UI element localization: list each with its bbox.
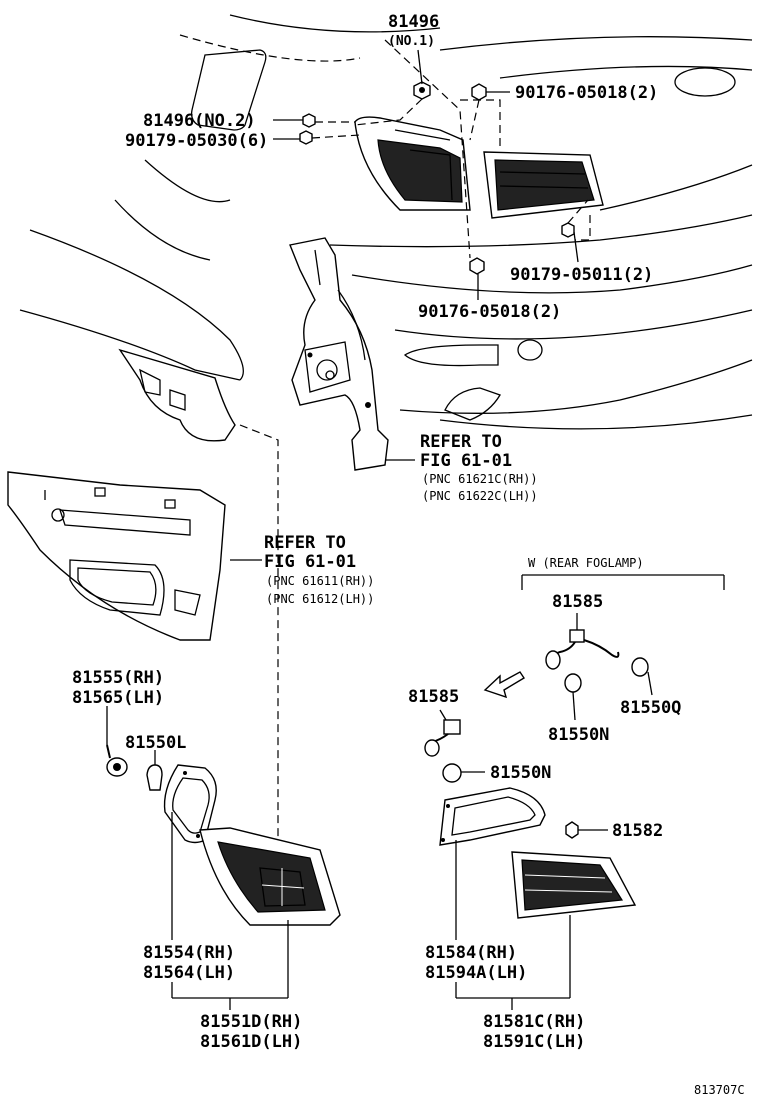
lamp-81551D [199, 827, 341, 926]
label-81554: 81554(RH) [143, 943, 235, 963]
leaders-upper [273, 39, 591, 300]
quarter-panel-left [7, 229, 244, 641]
nut-81496-no2 [302, 113, 316, 128]
label-refer2-fig: FIG 61-01 [264, 552, 356, 572]
label-81581C: 81581C(RH) [483, 1012, 585, 1032]
bulb-81550N-w [564, 673, 582, 721]
label-group-w: W (REAR FOGLAMP) [528, 556, 644, 570]
nut-81582 [565, 821, 608, 839]
leaders-lower [171, 812, 571, 1010]
socket-wire-81585-w [545, 613, 620, 670]
trunk-garnish [403, 339, 543, 421]
bulb-81550N [442, 763, 485, 783]
gasket-81554 [163, 764, 217, 844]
socket-wire-81585 [424, 709, 461, 757]
label-81550N: 81550N [490, 763, 551, 783]
fuel-door [190, 49, 267, 131]
label-81561D: 81561D(LH) [200, 1032, 302, 1052]
diagram-id: 813707C [694, 1083, 745, 1097]
nut-81496-no1 [413, 81, 431, 100]
label-refer1-title: REFER TO [420, 432, 502, 452]
labels: 81496 (NO.1) 90176-05018(2) 81496(NO.2) … [72, 12, 745, 1097]
label-refer1-fig: FIG 61-01 [420, 451, 512, 471]
bulb-81550Q [631, 657, 653, 696]
label-90179-05030: 90179-05030(6) [125, 131, 268, 151]
label-81584: 81584(RH) [425, 943, 517, 963]
label-81555: 81555(RH) [72, 668, 164, 688]
label-81591C: 81591C(LH) [483, 1032, 585, 1052]
label-81564: 81564(LH) [143, 963, 235, 983]
lamp-81581C [511, 851, 637, 919]
label-81582: 81582 [612, 821, 663, 841]
label-90179-05011: 90179-05011(2) [510, 265, 653, 285]
label-refer2-title: REFER TO [264, 533, 346, 553]
label-90176-top: 90176-05018(2) [515, 83, 658, 103]
direction-arrow [483, 671, 525, 699]
nut-90176-top [471, 83, 487, 101]
label-refer1-pnc-rh: (PNC 61621C(RH)) [422, 472, 538, 486]
label-90176-bottom: 90176-05018(2) [418, 302, 561, 322]
group-w-bracket [521, 574, 725, 590]
label-81565: 81565(LH) [72, 688, 164, 708]
nut-90179-05011 [561, 222, 575, 238]
label-81496-no2: 81496(NO.2) [143, 111, 256, 131]
nut-90179-05030 [299, 130, 313, 145]
socket-wire-81555 [106, 706, 128, 777]
label-refer2-pnc-lh: (PNC 61612(LH)) [266, 592, 374, 606]
upper-right-tail-lamp [483, 151, 604, 219]
label-81550Q: 81550Q [620, 698, 681, 718]
label-81496-no1: 81496 [388, 12, 439, 32]
upper-left-tail-lamp [354, 116, 471, 211]
bulb-81550L [146, 750, 163, 791]
label-81585-w: 81585 [552, 592, 603, 612]
label-refer1-pnc-lh: (PNC 61622C(LH)) [422, 489, 538, 503]
dashed-guide-left [239, 424, 279, 850]
nut-90176-bottom [469, 257, 485, 275]
vehicle-body-outline [114, 14, 753, 430]
label-81585: 81585 [408, 687, 459, 707]
gasket-81584 [439, 787, 546, 846]
label-81550L: 81550L [125, 733, 186, 753]
label-81551D: 81551D(RH) [200, 1012, 302, 1032]
label-81496-no1-sub: (NO.1) [388, 34, 435, 49]
label-81550N-w: 81550N [548, 725, 609, 745]
label-81594A: 81594A(LH) [425, 963, 527, 983]
label-refer2-pnc-rh: (PNC 61611(RH)) [266, 574, 374, 588]
quarter-inner-bracket [289, 237, 389, 471]
